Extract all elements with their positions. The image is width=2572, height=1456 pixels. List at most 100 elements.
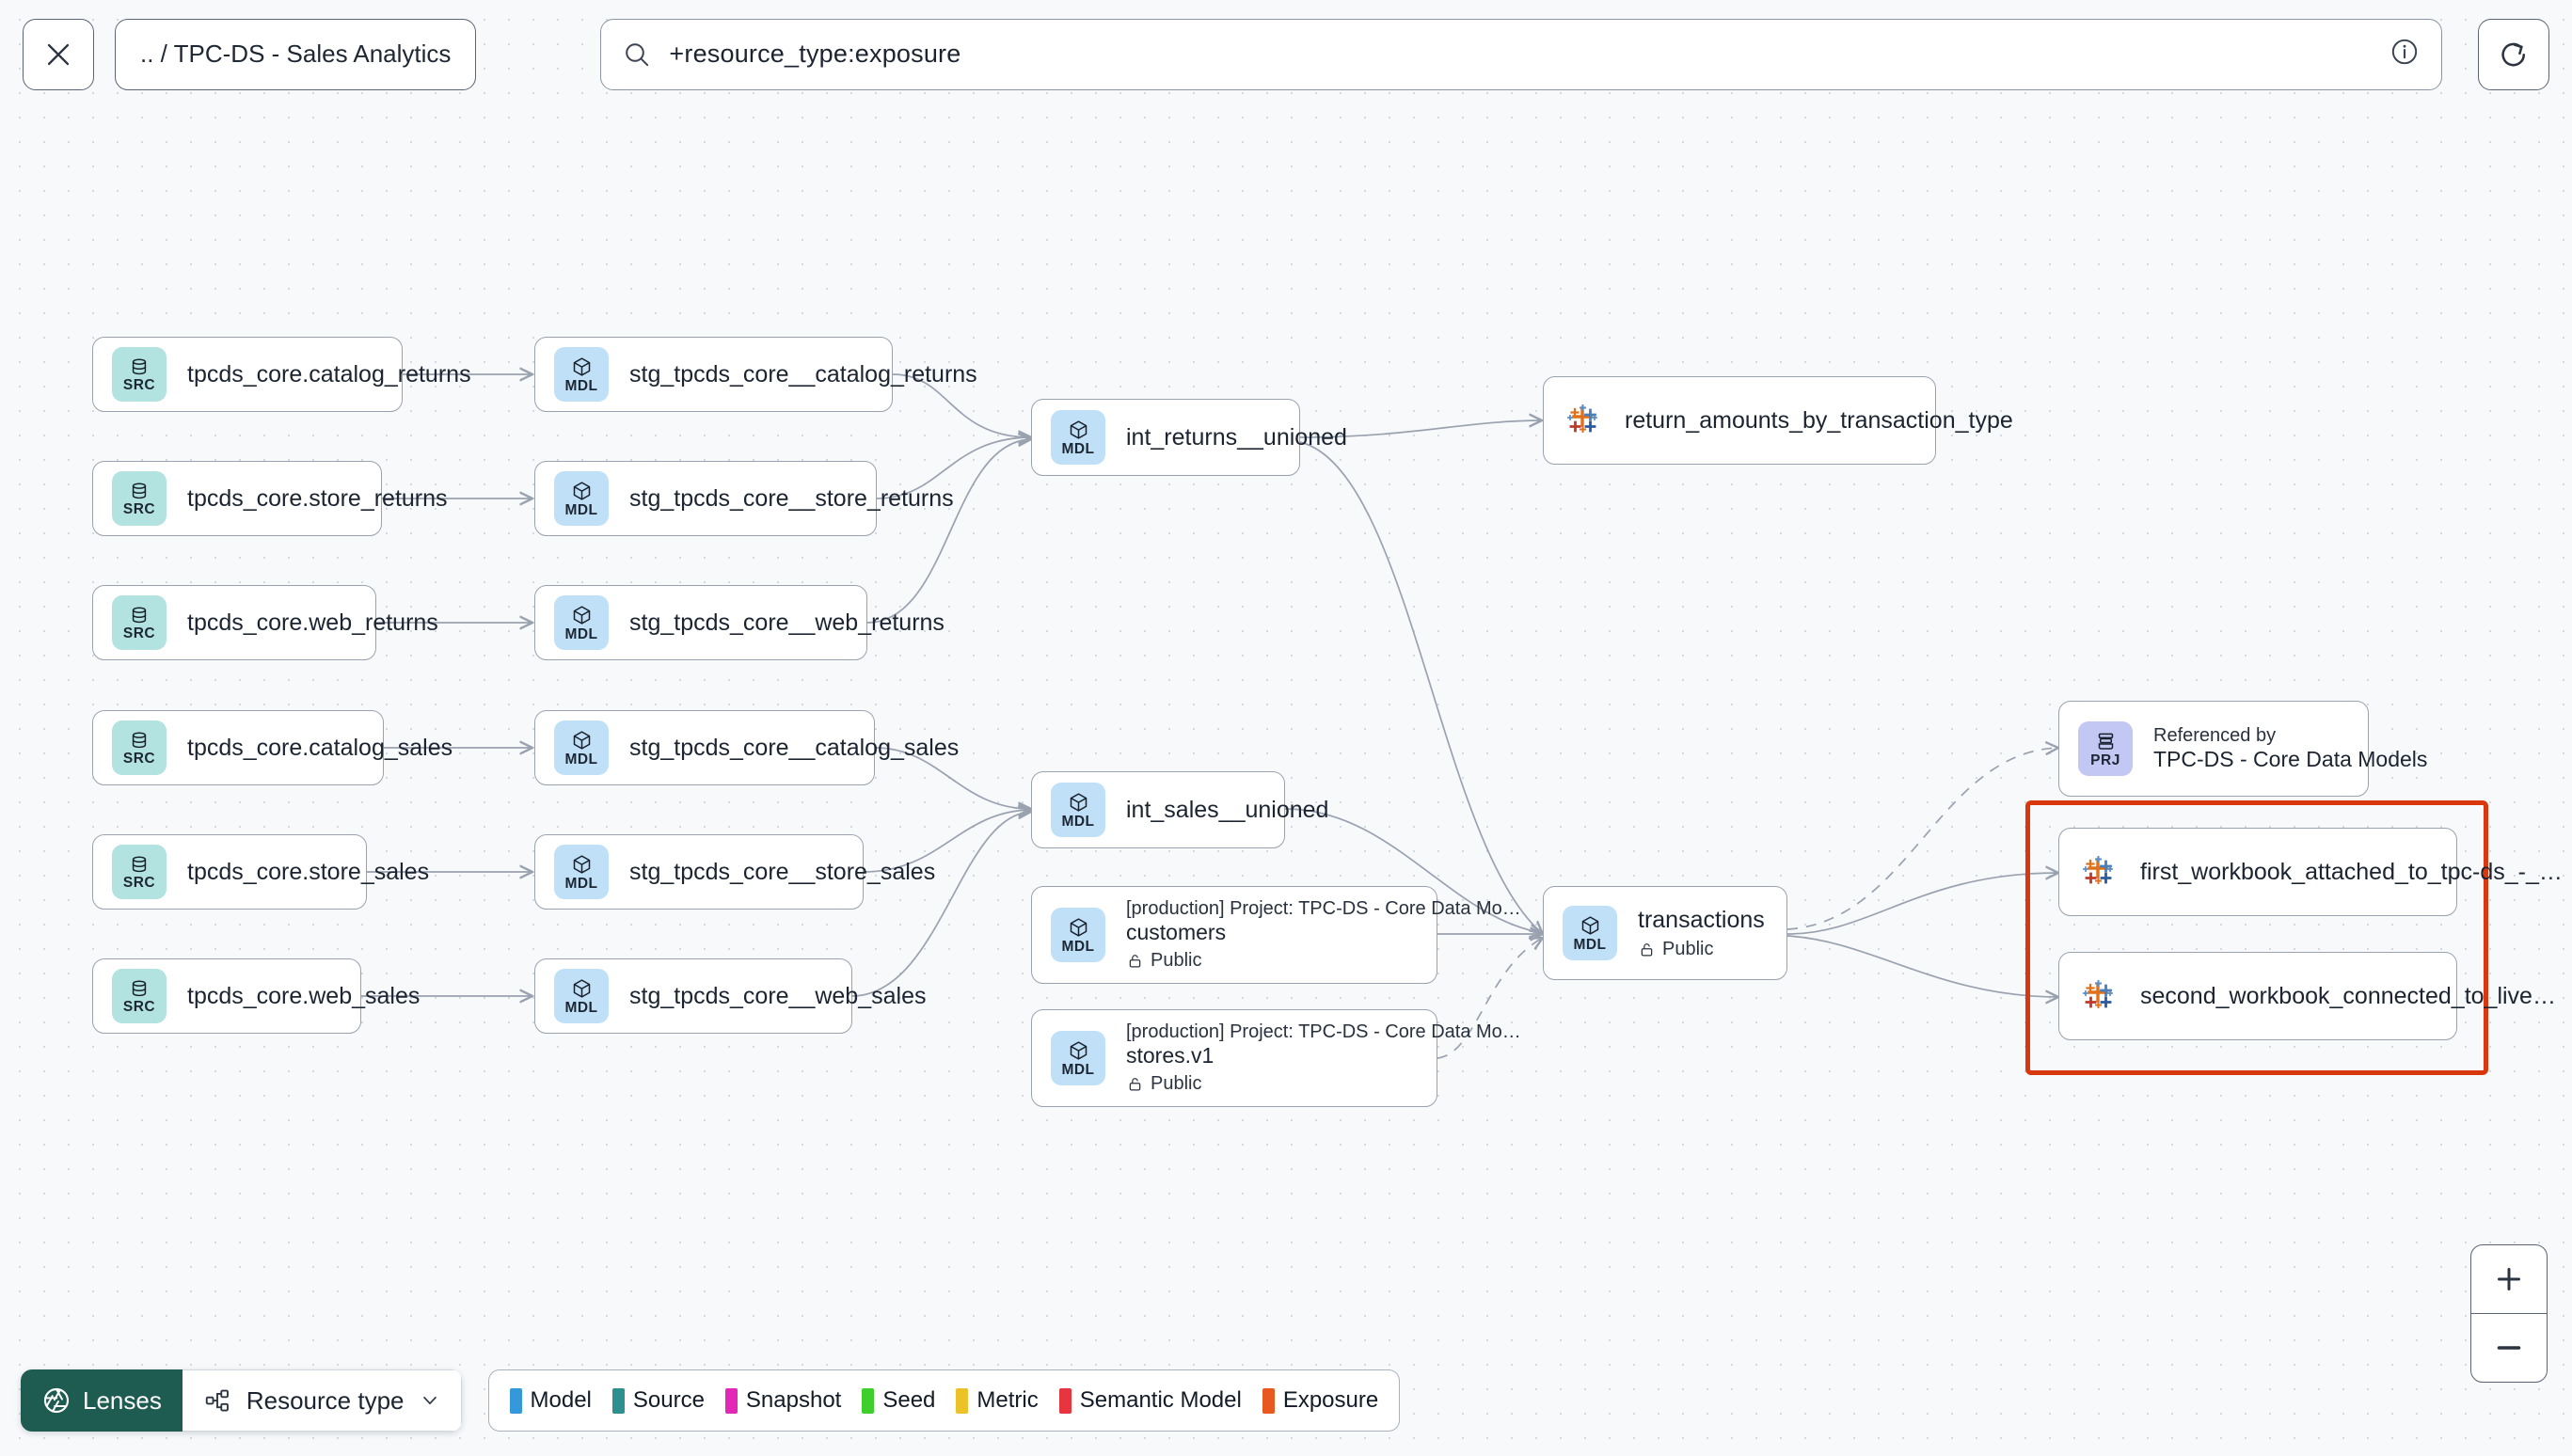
info-icon[interactable] — [2389, 36, 2421, 72]
legend-swatch — [1058, 1387, 1072, 1414]
node-title: TPC-DS - Core Data Models — [2153, 747, 2428, 771]
node-model-transactions[interactable]: MDL transactions Public — [1543, 886, 1787, 980]
node-model-stg-web-returns[interactable]: MDL stg_tpcds_core__web_returns — [534, 585, 945, 660]
node-title: stg_tpcds_core__web_sales — [629, 982, 927, 1009]
close-button[interactable] — [23, 18, 94, 90]
node-model-stg-store-returns[interactable]: MDL stg_tpcds_core__store_returns — [534, 461, 954, 536]
node-title: stores.v1 — [1126, 1043, 1215, 1068]
node-exposure-second-workbook[interactable]: second_workbook_connected_to_live… — [2058, 952, 2556, 1040]
legend-swatch — [956, 1387, 969, 1414]
node-model-int-sales-unioned[interactable]: MDL int_sales__unioned — [1031, 771, 1328, 848]
cube-icon — [1070, 1041, 1087, 1060]
database-icon — [132, 856, 147, 872]
resource-type-dropdown[interactable]: Resource type — [182, 1369, 462, 1432]
prj-badge: PRJ — [2078, 721, 2133, 776]
node-source-catalog-sales[interactable]: SRC tpcds_core.catalog_sales — [92, 710, 452, 785]
mdl-badge: MDL — [554, 347, 609, 402]
mdl-badge: MDL — [554, 845, 609, 899]
lenses-button[interactable]: Lenses — [21, 1369, 183, 1432]
refresh-button[interactable] — [2478, 18, 2549, 90]
node-model-stg-catalog-sales[interactable]: MDL stg_tpcds_core__catalog_sales — [534, 710, 959, 785]
legend-swatch — [862, 1387, 875, 1414]
unlock-icon — [1129, 955, 1141, 968]
node-title: int_returns__unioned — [1126, 423, 1347, 451]
node-source-store-sales[interactable]: SRC tpcds_core.store_sales — [92, 834, 429, 910]
src-badge-label: SRC — [122, 874, 156, 891]
node-title: transactions — [1638, 906, 1765, 933]
zoom-divider — [2471, 1313, 2547, 1314]
cube-icon — [573, 606, 590, 625]
node-exposure-first-workbook[interactable]: first_workbook_attached_to_tpc-ds_-_… — [2058, 828, 2563, 916]
prj-badge-label: PRJ — [2090, 752, 2120, 768]
legend-item-exposure: Exposure — [1262, 1387, 1378, 1414]
legend-label: Semantic Model — [1079, 1387, 1242, 1413]
src-badge: SRC — [112, 595, 167, 650]
mdl-badge-label: MDL — [564, 875, 598, 892]
node-model-int-returns-unioned[interactable]: MDL int_returns__unioned — [1031, 399, 1347, 476]
mdl-badge-label: MDL — [1061, 1061, 1095, 1078]
node-title: tpcds_core.store_sales — [187, 858, 430, 885]
node-project-referenced-by[interactable]: PRJ Referenced by TPC-DS - Core Data Mod… — [2058, 701, 2427, 797]
database-icon — [132, 980, 147, 996]
node-privacy: Public — [1638, 939, 1765, 960]
legend-item-seed: Seed — [862, 1387, 935, 1414]
src-badge: SRC — [112, 720, 167, 775]
search-bar[interactable]: +resource_type:exposure — [600, 18, 2442, 90]
node-source-catalog-returns[interactable]: SRC tpcds_core.catalog_returns — [92, 337, 471, 412]
unlock-icon — [1129, 1078, 1141, 1091]
mdl-badge: MDL — [1563, 906, 1617, 960]
node-title: int_sales__unioned — [1126, 796, 1329, 823]
cube-icon — [1070, 793, 1087, 812]
legend-swatch — [509, 1387, 522, 1414]
search-icon — [626, 42, 649, 66]
src-badge-label: SRC — [122, 625, 156, 641]
tableau-icon — [2078, 973, 2120, 1020]
node-title: tpcds_core.store_returns — [187, 484, 448, 512]
mdl-badge: MDL — [554, 595, 609, 650]
legend-swatch — [724, 1387, 738, 1414]
cube-icon — [1070, 420, 1087, 439]
hierarchy-icon — [205, 1389, 229, 1412]
mdl-badge-label: MDL — [564, 999, 598, 1016]
src-badge: SRC — [112, 845, 167, 899]
minus-icon — [2497, 1346, 2521, 1350]
lenses-group: Lenses Resource type — [21, 1369, 462, 1432]
legend-label: Source — [632, 1387, 705, 1413]
legend-item-metric: Metric — [956, 1387, 1039, 1414]
node-exposure-return-amounts[interactable]: return_amounts_by_transaction_type — [1543, 376, 2013, 465]
cube-icon — [573, 979, 590, 998]
mdl-badge-label: MDL — [564, 377, 598, 394]
cube-icon — [573, 482, 590, 500]
breadcrumb-label: .. / TPC-DS - Sales Analytics — [140, 40, 452, 68]
src-badge: SRC — [112, 969, 167, 1023]
node-title: second_workbook_connected_to_live… — [2140, 982, 2556, 1009]
legend-item-snapshot: Snapshot — [724, 1387, 841, 1414]
tableau-icon — [2078, 849, 2120, 895]
node-title: return_amounts_by_transaction_type — [1625, 406, 2013, 434]
breadcrumb[interactable]: .. / TPC-DS - Sales Analytics — [115, 18, 477, 90]
node-model-stg-catalog-returns[interactable]: MDL stg_tpcds_core__catalog_returns — [534, 337, 977, 412]
src-badge-label: SRC — [122, 376, 156, 393]
mdl-badge-label: MDL — [1061, 440, 1095, 457]
search-input[interactable]: +resource_type:exposure — [669, 40, 961, 68]
zoom-in-button[interactable] — [2471, 1245, 2547, 1313]
node-model-stores-v1[interactable]: MDL [production] Project: TPC-DS - Core … — [1031, 1009, 1521, 1107]
legend-label: Exposure — [1282, 1387, 1379, 1413]
node-privacy-label: Public — [1662, 938, 1714, 959]
node-source-web-returns[interactable]: SRC tpcds_core.web_returns — [92, 585, 438, 660]
node-model-customers[interactable]: MDL [production] Project: TPC-DS - Core … — [1031, 886, 1521, 984]
bottom-toolbar: Lenses Resource type Model — [21, 1369, 1401, 1432]
node-model-stg-web-sales[interactable]: MDL stg_tpcds_core__web_sales — [534, 958, 926, 1034]
database-icon — [132, 732, 147, 748]
zoom-out-button[interactable] — [2471, 1314, 2547, 1382]
node-title: first_workbook_attached_to_tpc-ds_-_… — [2140, 858, 2563, 885]
node-source-store-returns[interactable]: SRC tpcds_core.store_returns — [92, 461, 448, 536]
node-source-web-sales[interactable]: SRC tpcds_core.web_sales — [92, 958, 420, 1034]
legend-item-semantic-model: Semantic Model — [1058, 1387, 1242, 1414]
database-icon — [132, 358, 147, 374]
refresh-icon — [2501, 42, 2526, 66]
top-toolbar: .. / TPC-DS - Sales Analytics +resource_… — [0, 0, 2572, 108]
aperture-icon — [43, 1387, 70, 1414]
node-model-stg-store-sales[interactable]: MDL stg_tpcds_core__store_sales — [534, 834, 935, 910]
